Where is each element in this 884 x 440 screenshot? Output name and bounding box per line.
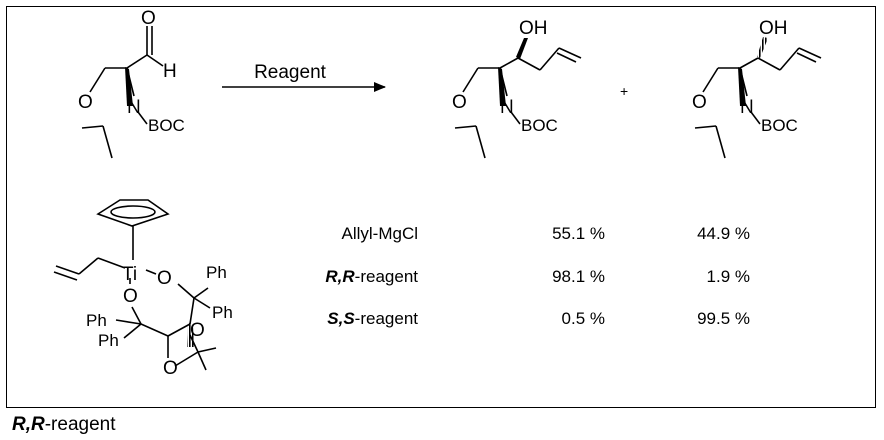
dioxolane-hash-bond — [187, 322, 194, 347]
product-1-ring-oxygen: O — [452, 92, 467, 113]
reagent-oxygen-right: O — [157, 268, 172, 289]
aldehyde-carbonyl-oxygen: O — [141, 8, 156, 29]
phenyl-label-2: Ph — [212, 303, 233, 322]
product-2-boc: BOC — [761, 116, 798, 135]
scheme-border — [6, 6, 876, 408]
product-2-nitrogen: N — [740, 97, 754, 118]
phenyl-label-1: Ph — [206, 263, 227, 282]
product-1-yield: 0.5 % — [561, 309, 605, 328]
reagent-prefix: S,S — [327, 309, 355, 328]
reagent-caption-prefix: R,R — [12, 414, 45, 435]
titanium-atom: Ti — [122, 264, 137, 285]
product-1-yield: 55.1 % — [552, 224, 605, 243]
reagent-name: Allyl-MgCl — [341, 224, 419, 243]
product-1-hydroxyl: OH — [519, 18, 548, 39]
product-2-yield: 99.5 % — [697, 309, 750, 328]
starting-aldehyde — [81, 26, 164, 159]
reagent-caption: R,R-reagent — [12, 415, 116, 434]
product-2-yield: 1.9 % — [706, 267, 750, 286]
aldehyde-ring-oxygen: O — [78, 92, 93, 113]
row-reagent: R,R-reagent — [240, 268, 418, 285]
row-reagent: Allyl-MgCl — [240, 224, 419, 243]
row-reagent: S,S-reagent — [240, 310, 418, 327]
dioxolane-oxygen-right: O — [190, 320, 205, 341]
aldehyde-hydrogen: H — [163, 61, 177, 82]
reagent-prefix: R,R — [325, 267, 355, 286]
product-2-hydroxyl: OH — [759, 18, 788, 39]
product-2 — [694, 37, 822, 159]
product-1-yield: 98.1 % — [552, 267, 605, 286]
product-1 — [454, 38, 582, 159]
plus-sign: + — [620, 83, 628, 99]
reagent-name: -reagent — [354, 309, 418, 328]
reagent-oxygen-left: O — [123, 286, 138, 307]
aldehyde-boc: BOC — [148, 116, 185, 135]
product-1-nitrogen: N — [500, 97, 514, 118]
phenyl-label-3: Ph — [86, 311, 107, 330]
phenyl-label-4: Ph — [98, 331, 119, 350]
aldehyde-nitrogen: N — [127, 97, 141, 118]
reagent-name: -reagent — [354, 267, 418, 286]
reagent-caption-suffix: -reagent — [44, 414, 116, 435]
titanium-reagent — [53, 199, 217, 371]
dioxolane-oxygen-bottom: O — [163, 358, 178, 379]
arrow-label: Reagent — [254, 62, 327, 83]
product-1-boc: BOC — [521, 116, 558, 135]
product-2-ring-oxygen: O — [692, 92, 707, 113]
product-2-yield: 44.9 % — [697, 224, 750, 243]
